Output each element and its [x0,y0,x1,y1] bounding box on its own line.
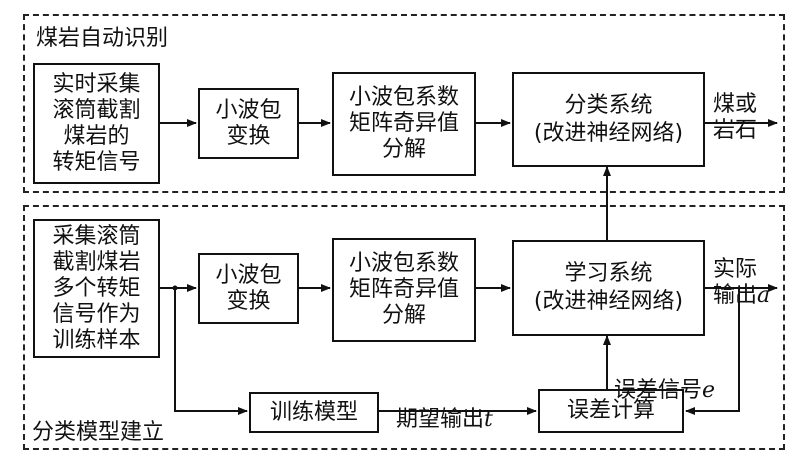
arrow-samples-to-train-model [174,288,248,415]
error-calculation-label: 误差计算 [566,398,655,423]
error-signal-text: 误差信号 [614,378,703,403]
arrow-output-to-error [685,288,740,415]
recognition-group [23,14,785,193]
learning-system-box: 学习系统 (改进神经网络) [512,240,705,336]
classification-system-label: 分类系统 (改进神经网络) [533,92,684,146]
error-signal-symbol: e [702,378,716,403]
learning-system-label: 学习系统 (改进神经网络) [533,261,684,314]
wavelet-transform-box-bottom: 小波包 变换 [198,253,299,324]
actual-output-symbol: a [757,283,771,308]
svd-label-top: 小波包系数 矩阵奇异值 分解 [348,85,459,162]
expected-output-symbol: t [484,407,493,432]
error-calculation-box: 误差计算 [538,389,684,433]
wavelet-transform-box-top: 小波包 变换 [198,88,299,159]
training-samples-box: 采集滚筒 截割煤岩 多个转矩 信号作为 训练样本 [33,219,160,358]
acquire-realtime-box: 实时采集 滚筒截割 煤岩的 转矩信号 [33,63,160,184]
wavelet-transform-label-bottom: 小波包 变换 [215,262,282,314]
svd-label-bottom: 小波包系数 矩阵奇异值 分解 [348,251,459,328]
svd-box-top: 小波包系数 矩阵奇异值 分解 [332,72,476,176]
model-building-group [23,205,785,450]
error-signal-label: 误差信号e [614,352,715,404]
train-model-box: 训练模型 [249,392,379,433]
coal-or-rock-output: 煤或 岩石 [713,66,773,144]
train-model-label: 训练模型 [269,399,358,425]
actual-output-text: 实际 输出 [713,257,758,308]
acquire-realtime-label: 实时采集 滚筒截割 煤岩的 转矩信号 [52,71,141,175]
model-building-group-title: 分类模型建立 [30,420,167,446]
actual-output-label: 实际 输出a [713,231,793,309]
training-samples-label: 采集滚筒 截割煤岩 多个转矩 信号作为 训练样本 [52,223,141,353]
classification-system-box: 分类系统 (改进神经网络) [512,72,705,167]
wavelet-transform-label-top: 小波包 变换 [215,97,282,149]
svd-box-bottom: 小波包系数 矩阵奇异值 分解 [332,238,476,342]
expected-output-text: 期望输出 [396,407,485,432]
expected-output-label: 期望输出t [396,381,493,433]
junction-dot [172,285,178,291]
coal-or-rock-label: 煤或 岩石 [713,92,758,143]
recognition-group-title: 煤岩自动识别 [34,26,171,52]
